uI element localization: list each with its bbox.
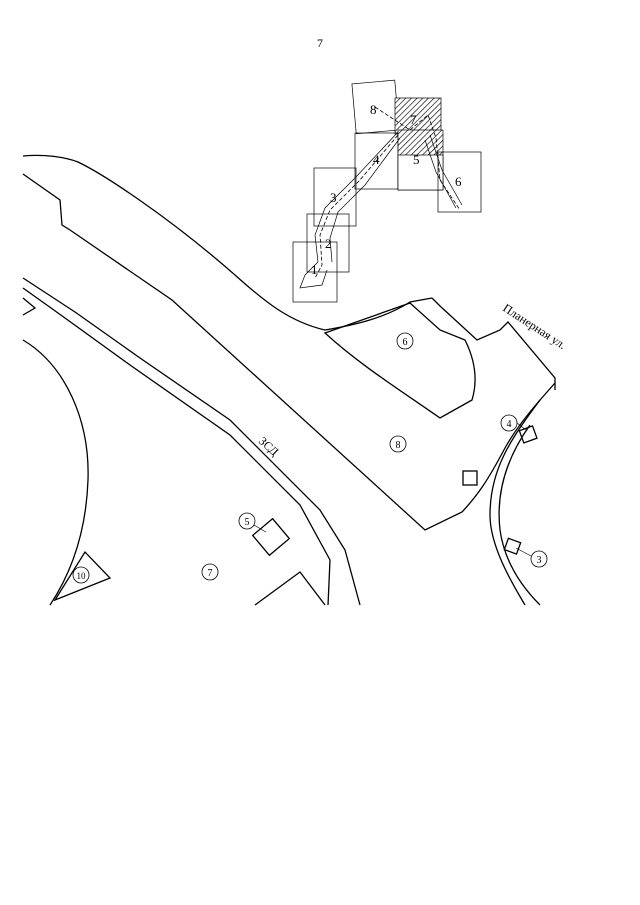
left-arrow-mark [22, 297, 37, 316]
main-road-boundary [69, 229, 556, 531]
scheme-label-6: 6 [455, 174, 462, 189]
zsd-edge-upper [22, 277, 361, 606]
street-label-planernaya: Планерная ул. [500, 301, 568, 352]
scheme-label-5: 5 [413, 152, 420, 167]
zone-marker-label: 7 [208, 568, 213, 579]
zone-marker-3: 3 [515, 547, 548, 568]
zone-marker-4: 4 [500, 414, 527, 432]
scheme-label-3: 3 [330, 190, 337, 205]
zone-marker-5: 5 [238, 512, 267, 533]
scheme-label-8: 8 [370, 102, 377, 117]
zone-marker-label: 5 [245, 517, 250, 528]
sheet-frame-7 [394, 97, 442, 135]
lower-middle-polyline [254, 571, 326, 606]
zone-marker-label: 8 [396, 440, 401, 451]
sheet-frame-1 [292, 241, 338, 303]
zone-marker-label: 4 [507, 419, 512, 430]
object-square-3 [503, 537, 522, 555]
right-curve-road [489, 399, 541, 606]
road-network [22, 154, 556, 606]
page-number: 7 [317, 36, 323, 50]
scheme-label-2: 2 [325, 236, 332, 251]
road-stub-left [22, 173, 71, 231]
route-line-2 [314, 134, 399, 279]
zone-marker-6: 6 [396, 332, 414, 350]
right-curve-road-2 [498, 424, 541, 606]
scheme-label-1: 1 [311, 262, 318, 277]
sheet-frame-3 [313, 167, 357, 227]
scheme-label-4: 4 [373, 152, 380, 167]
route-outline-2 [329, 137, 401, 263]
zone-marker-label: 10 [77, 571, 87, 581]
sheet-frame-6 [437, 151, 482, 213]
zone-marker-7: 7 [201, 563, 219, 581]
sheet-frame-5-lower [397, 154, 444, 191]
object-square-4 [518, 425, 538, 444]
sheet-scheme [292, 79, 482, 303]
route-outline [299, 131, 399, 289]
zone-marker-10: 10 [72, 566, 90, 584]
area-10-triangle [53, 550, 112, 602]
zone-marker-label: 3 [537, 555, 542, 566]
upper-road-edge [22, 154, 433, 331]
zone-marker-label: 6 [403, 337, 408, 348]
route-outline-right [424, 134, 463, 209]
object-square-8 [462, 470, 478, 486]
zone-marker-8: 8 [389, 435, 407, 453]
left-curve-road [22, 339, 89, 606]
area-6-polygon [323, 302, 476, 419]
object-square-5 [251, 517, 291, 557]
planernaya-building-edge [431, 297, 556, 390]
zsd-edge-lower [22, 287, 331, 606]
street-label-zsd: ЗСД [256, 434, 281, 459]
scheme-label-7: 7 [410, 112, 417, 127]
